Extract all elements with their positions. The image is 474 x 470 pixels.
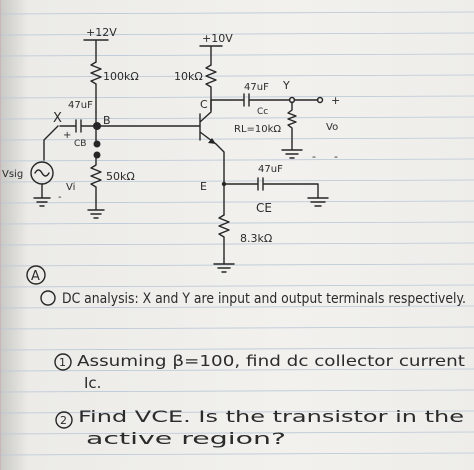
- r-emitter-resistor: [218, 214, 230, 259]
- rule-line: [0, 200, 474, 204]
- r-base-top-resistor: [90, 61, 102, 113]
- q1-line-2: Ic.: [84, 374, 101, 392]
- node-c-label: C: [200, 98, 208, 111]
- plus-sign: +: [63, 130, 71, 141]
- ground-symbol: [281, 141, 303, 159]
- rule-line: [0, 53, 474, 57]
- rule-line: [0, 32, 474, 36]
- emitter-arrow-icon: [208, 138, 216, 144]
- cap-input-name: CB: [74, 139, 86, 149]
- bullet-circle-icon: [40, 290, 56, 306]
- part-label: A: [31, 269, 40, 284]
- rule-line: [0, 305, 474, 309]
- emitter-wire: [215, 143, 225, 216]
- q2-number: 2: [60, 414, 67, 427]
- junction-dot: [93, 151, 101, 159]
- output-plus-label: +: [331, 94, 340, 107]
- rule-line: [0, 74, 474, 78]
- node-e-label: E: [200, 180, 207, 193]
- r-collector-label: 10kΩ: [174, 70, 203, 83]
- q1-number: 1: [59, 356, 66, 369]
- cap-emitter-value: 47uF: [258, 164, 283, 175]
- cap-output-name: Cc: [257, 107, 268, 117]
- rule-line: [0, 326, 474, 330]
- cap-input-value: 47uF: [68, 100, 93, 111]
- q2-line-2: active region?: [86, 429, 286, 448]
- r-load-resistor: [287, 101, 297, 143]
- r-emitter-label: 8.3kΩ: [240, 232, 272, 245]
- rule-line: [0, 389, 474, 393]
- supply-collector-rail: [199, 45, 223, 66]
- supply-base-label: +12V: [86, 26, 117, 39]
- rule-line: [0, 221, 474, 225]
- rule-line: [0, 284, 474, 288]
- rule-line: [0, 368, 474, 372]
- rule-line: [0, 116, 474, 120]
- rule-line: [0, 158, 474, 162]
- output-terminal: [316, 96, 324, 104]
- rule-line: [0, 263, 474, 267]
- r-base-bottom-label: 50kΩ: [106, 170, 135, 183]
- cap-output-symbol: [210, 93, 291, 107]
- ruled-lines: [0, 11, 474, 456]
- supply-collector-label: +10V: [202, 32, 233, 45]
- rule-line: [0, 347, 474, 351]
- r-base-top-label: 100kΩ: [103, 70, 139, 83]
- rule-line: [0, 11, 474, 15]
- output-voltage-label: Vo: [326, 122, 338, 133]
- ground-symbol: [87, 199, 105, 219]
- part-label-circle: [26, 265, 46, 285]
- q1-line-1: Assuming β=100, find dc collector curren…: [77, 352, 465, 370]
- q2-number-circle: [55, 411, 73, 429]
- cap-emitter-name: CE: [256, 201, 272, 215]
- minus-sign: -: [334, 150, 338, 163]
- r-base-bottom-resistor: [90, 154, 102, 201]
- sine-icon: [34, 169, 50, 177]
- source-wire: [43, 125, 59, 161]
- input-voltage-label: Vi: [66, 182, 75, 193]
- ground-symbol: [307, 197, 329, 207]
- circuit-diagram: +12V 100kΩ B 50kΩ X 47uF + CB Vsig Vi - …: [2, 26, 340, 273]
- output-minus-label: -: [312, 150, 316, 163]
- node-b-label: B: [103, 114, 111, 127]
- q1-number-circle: [54, 353, 72, 371]
- intro-text: DC analysis: X and Y are input and outpu…: [62, 291, 466, 307]
- questions-block: A DC analysis: X and Y are input and out…: [26, 265, 466, 448]
- minus-sign: -: [58, 192, 62, 203]
- cap-emitter-symbol: [223, 177, 319, 199]
- rule-line: [0, 410, 474, 414]
- cap-input-symbol: [59, 119, 97, 133]
- node-x-label: X: [53, 111, 62, 126]
- rule-line: [0, 452, 474, 456]
- r-load-label: RL=10kΩ: [234, 124, 281, 135]
- rule-line: [0, 95, 474, 99]
- q2-line-1: Find VCE. Is the transistor in the: [78, 407, 464, 426]
- r-collector-resistor: [205, 64, 217, 111]
- junction-dot: [93, 140, 101, 148]
- node-y-label: Y: [282, 79, 290, 92]
- rule-line: [0, 179, 474, 183]
- rule-line: [0, 137, 474, 141]
- transistor-symbol: [199, 99, 217, 145]
- ground-symbol: [213, 257, 235, 273]
- rule-line: [0, 242, 474, 246]
- source-name-label: Vsig: [2, 169, 23, 180]
- rule-line: [0, 431, 474, 435]
- cap-output-value: 47uF: [244, 82, 269, 93]
- ground-symbol: [33, 183, 51, 207]
- supply-base-rail: [83, 39, 109, 63]
